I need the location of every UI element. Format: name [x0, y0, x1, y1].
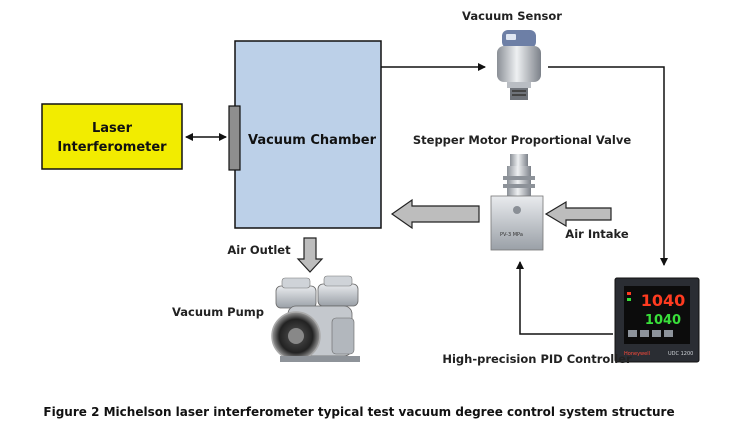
proportional-valve-icon: PV-3 MPa	[490, 154, 544, 251]
laser-label-line2: Interferometer	[57, 140, 167, 155]
air-intake-hollow-arrow	[544, 200, 612, 228]
valve-to-chamber-hollow-arrow	[390, 198, 480, 230]
air-intake-label: Air Intake	[565, 227, 629, 241]
controller-model-text: UDC 1200	[668, 351, 693, 357]
laser-interferometer-box: Laser Interferometer	[41, 103, 183, 170]
chamber-window	[228, 105, 241, 171]
vacuum-sensor-icon	[497, 30, 541, 100]
vacuum-pump-label: Vacuum Pump	[172, 305, 264, 319]
vacuum-pump-icon	[271, 275, 360, 362]
figure-caption: Figure 2 Michelson laser interferometer …	[43, 405, 674, 419]
controller-brand-text: Honeywell	[624, 351, 650, 357]
valve-body-text: PV-3 MPa	[500, 232, 523, 238]
pid-controller-label: High-precision PID Controller	[442, 352, 632, 366]
vacuum-sensor-label: Vacuum Sensor	[462, 9, 562, 23]
controller-to-valve-arrow	[516, 261, 613, 335]
air-outlet-hollow-arrow	[296, 237, 324, 273]
valve-label: Stepper Motor Proportional Valve	[413, 133, 631, 147]
air-outlet-label: Air Outlet	[227, 243, 291, 257]
controller-pv-readout: 1040	[641, 291, 686, 310]
vacuum-chamber-box: Vacuum Chamber	[228, 40, 382, 229]
vacuum-chamber-label: Vacuum Chamber	[248, 133, 377, 148]
laser-label-line1: Laser	[92, 121, 133, 136]
pid-controller-icon: 1040 1040 Honeywell UDC 1200	[614, 277, 700, 363]
controller-sv-readout: 1040	[645, 313, 681, 328]
sensor-to-controller-arrow	[548, 66, 668, 266]
